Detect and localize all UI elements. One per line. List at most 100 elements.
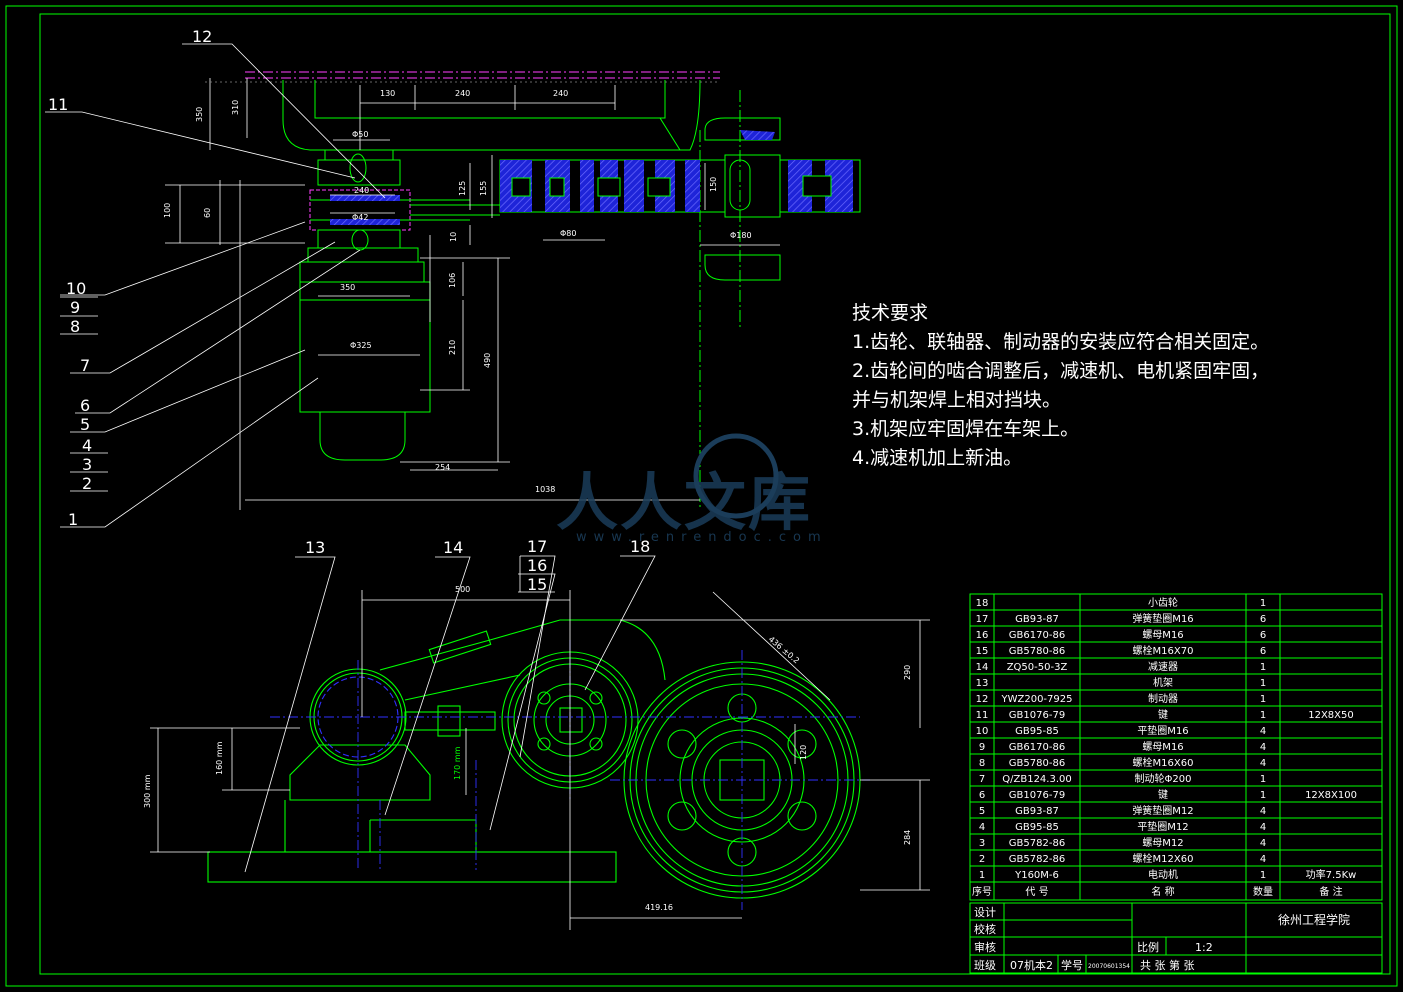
dim-350v: 350 [195, 107, 204, 122]
technical-requirements: 技术要求 1.齿轮、联轴器、制动器的安装应符合相关固定。 2.齿轮间的啮合调整后… [852, 298, 1269, 472]
callout-13: 13 [305, 538, 325, 557]
callout-12: 12 [192, 27, 212, 46]
bom-cell: 3 [979, 838, 985, 849]
bom-cell: 电动机 [1148, 868, 1178, 881]
bom-cell: 平垫圈M12 [1137, 820, 1188, 833]
bom-cell: 键 [1158, 788, 1168, 801]
callout-7: 7 [80, 356, 90, 375]
callout-1: 1 [68, 510, 78, 529]
bom-cell: 13 [976, 678, 989, 689]
dim-phi80: Φ80 [560, 229, 576, 238]
bom-cell: 螺栓M16X60 [1133, 756, 1194, 769]
bom-cell: 17 [976, 614, 989, 625]
top-leaders [45, 43, 386, 528]
bom-cell: 弹簧垫圈M16 [1132, 612, 1193, 625]
bom-cell: Y160M-6 [1014, 870, 1059, 881]
bom-cell: 平垫圈M16 [1137, 724, 1188, 737]
bom-cell: 1 [1260, 598, 1266, 609]
bottom-leaders [244, 555, 656, 873]
bom-cell: 制动器 [1148, 692, 1178, 705]
top-view-cutouts [511, 175, 832, 197]
dim-phi325: Φ325 [350, 341, 372, 350]
dim-284: 284 [903, 830, 912, 845]
top-dimension-lines [165, 78, 780, 510]
bom-cell: 18 [976, 598, 989, 609]
bom-cell: 螺母M16 [1142, 741, 1183, 753]
dim-240a: 240 [455, 89, 470, 98]
bom-header-cell: 名 称 [1151, 885, 1174, 898]
dim-160: 160 mm [215, 741, 224, 775]
bom-cell: 1 [1260, 694, 1266, 705]
tb-school: 徐州工程学院 [1278, 912, 1350, 927]
dim-240s: 240 [354, 186, 369, 195]
callout-11: 11 [48, 95, 68, 114]
bom-cell: 5 [979, 806, 985, 817]
callout-10: 10 [66, 279, 86, 298]
bom-cell: GB1076-79 [1009, 710, 1065, 721]
front-view [207, 619, 861, 899]
callout-4: 4 [82, 436, 92, 455]
dim-254: 254 [435, 463, 450, 472]
tb-class-value: 07机本2 [1010, 958, 1053, 972]
bom-cell: 4 [1260, 822, 1266, 833]
front-dimension-lines [150, 590, 930, 930]
bom-cell: 6 [1260, 646, 1266, 657]
dim-130: 130 [380, 89, 395, 98]
bom-cell: 弹簧垫圈M12 [1132, 804, 1193, 817]
dim-210: 210 [448, 340, 457, 355]
bom-cell: 4 [979, 822, 985, 833]
tech-item-1: 1.齿轮、联轴器、制动器的安装应符合相关固定。 [852, 331, 1270, 353]
tb-design: 设计 [974, 906, 996, 919]
bom-cell: 4 [1260, 838, 1266, 849]
outer-border [5, 5, 1398, 987]
bom-header-cell: 数量 [1253, 885, 1273, 898]
bom-cell: 1 [1260, 662, 1266, 673]
bom-cell: GB93-87 [1015, 806, 1059, 817]
callout-9: 9 [70, 298, 80, 317]
dim-125: 125 [458, 181, 467, 196]
top-dimension-text: 130 240 240 350 310 Φ50 240 Φ42 100 60 1… [163, 89, 752, 494]
callout-6: 6 [80, 396, 90, 415]
bom-cell: GB5780-86 [1009, 646, 1065, 657]
tb-scale: 1:2 [1195, 941, 1213, 954]
bom-header-cell: 序号 [972, 885, 992, 898]
dim-phi50: Φ50 [352, 130, 368, 139]
dim-106: 106 [448, 273, 457, 288]
callout-8: 8 [70, 317, 80, 336]
tech-item-4: 3.机架应牢固焊在车架上。 [852, 418, 1080, 440]
bom-cell: 6 [979, 790, 985, 801]
bom-header-cell: 代 号 [1025, 886, 1048, 898]
bom-cell: GB5782-86 [1009, 854, 1065, 865]
dim-240b: 240 [553, 89, 568, 98]
dim-1038: 1038 [535, 485, 555, 494]
bom-cell: 螺母M16 [1142, 629, 1183, 641]
dim-155: 155 [479, 181, 488, 196]
bom-cell: 15 [976, 646, 989, 657]
bom-cell: 1 [979, 870, 985, 881]
dim-419: 419.16 [645, 903, 673, 912]
dim-350h: 350 [340, 283, 355, 292]
bom-cell: 螺母M12 [1142, 837, 1183, 849]
dim-10: 10 [449, 232, 458, 242]
bom-cell: 4 [1260, 726, 1266, 737]
bom-cell: 6 [1260, 614, 1266, 625]
dim-300: 300 mm [143, 774, 152, 808]
bom-cell: 4 [1260, 742, 1266, 753]
bom-cell: 2 [979, 854, 985, 865]
tb-check: 校核 [974, 922, 996, 936]
bom-cell: 1 [1260, 710, 1266, 721]
top-callout-labels: 12 11 10 9 8 7 6 5 4 3 2 1 [48, 27, 212, 529]
bom-cell: GB6170-86 [1009, 630, 1065, 641]
bom-frame [969, 593, 1383, 901]
bom-cell: 4 [1260, 758, 1266, 769]
bom-cell: 小齿轮 [1148, 596, 1178, 609]
bom-cell: 1 [1260, 790, 1266, 801]
dim-500: 500 [455, 585, 470, 594]
bom-cell: YWZ200-7925 [1001, 694, 1073, 705]
bom-cell: 8 [979, 758, 985, 769]
dim-120: 120 [799, 745, 808, 760]
bom-cell: 11 [976, 710, 989, 721]
bom-cell: 4 [1260, 854, 1266, 865]
